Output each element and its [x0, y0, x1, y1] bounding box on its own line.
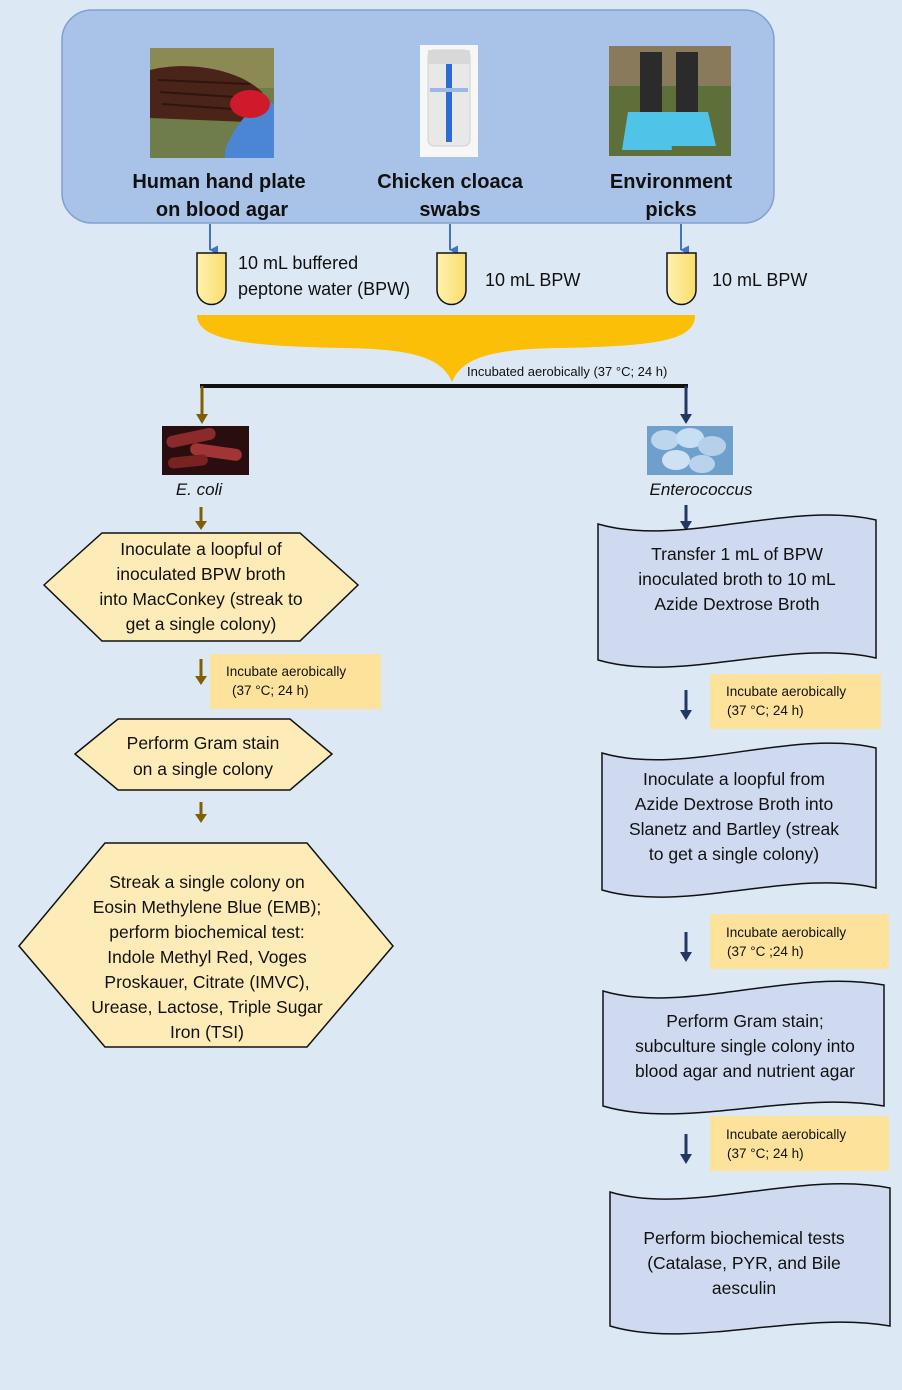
hand-tube	[196, 252, 227, 306]
ecoli-step2-line1: Perform Gram stain	[127, 733, 280, 753]
entero-incubate1-line2: (37 °C; 24 h)	[727, 703, 804, 718]
entero-branch-arrow	[680, 386, 692, 424]
ecoli-step1-line1: Inoculate a loopful of	[120, 539, 282, 559]
enterococcus-micrograph	[647, 426, 733, 475]
entero-step2-box	[601, 742, 877, 898]
entero-incubate3-line1: Incubate aerobically	[726, 1127, 846, 1142]
ecoli-step2-box	[73, 718, 334, 791]
ecoli-incubate-box	[210, 654, 381, 709]
entero-step3-box	[602, 980, 885, 1115]
cloaca-tube-label: 10 mL BPW	[485, 270, 580, 290]
ecoli-step1-box	[42, 532, 360, 642]
cloaca-tube	[436, 252, 467, 306]
entero-arrow-1	[680, 505, 692, 531]
ecoli-incubate-line2: (37 °C; 24 h)	[232, 683, 309, 698]
entero-step2-line4: to get a single colony)	[649, 844, 819, 864]
entero-incubate1-box	[710, 674, 881, 729]
entero-step3-line1: Perform Gram stain;	[666, 1011, 824, 1031]
hand-tube-label-line1: 10 mL buffered	[238, 253, 358, 273]
entero-incubate2-line2: (37 °C ;24 h)	[727, 944, 804, 959]
entero-step1-line1: Transfer 1 mL of BPW	[651, 544, 823, 564]
entero-arrow-3	[680, 932, 692, 962]
entero-step4-box	[609, 1182, 891, 1335]
ecoli-step1-line2: inoculated BPW broth	[116, 564, 285, 584]
entero-step2-line1: Inoculate a loopful from	[643, 769, 825, 789]
entero-step1-line3: Azide Dextrose Broth	[654, 594, 819, 614]
ecoli-branch-arrow	[196, 386, 208, 424]
entero-step2-line3: Slanetz and Bartley (streak	[629, 819, 839, 839]
entero-step4-line3: aesculin	[712, 1278, 776, 1298]
entero-step1-line2: inoculated broth to 10 mL	[638, 569, 836, 589]
ecoli-step3-line7: Iron (TSI)	[170, 1022, 244, 1042]
ecoli-label: E. coli	[176, 480, 224, 499]
ecoli-step3-line2: Eosin Methylene Blue (EMB);	[93, 897, 322, 917]
ecoli-arrow-2	[195, 659, 207, 685]
boots-photo	[609, 46, 731, 156]
entero-incubate1-line1: Incubate aerobically	[726, 684, 846, 699]
enterococcus-label: Enterococcus	[650, 480, 753, 499]
ecoli-step1-line4: get a single colony)	[126, 614, 277, 634]
pooling-brace	[197, 315, 695, 382]
ecoli-step3-line1: Streak a single colony on	[109, 872, 305, 892]
entero-step4-line2: (Catalase, PYR, and Bile	[647, 1253, 841, 1273]
environment-tube	[666, 252, 697, 306]
entero-step3-line3: blood agar and nutrient agar	[635, 1061, 855, 1081]
entero-incubate2-box	[710, 914, 889, 969]
entero-arrow-2	[680, 690, 692, 720]
ecoli-step3-line6: Urease, Lactose, Triple Sugar	[91, 997, 323, 1017]
entero-step1-box	[597, 514, 877, 668]
ecoli-arrow-3	[195, 802, 207, 823]
cloaca-label-line2: swabs	[419, 199, 480, 221]
ecoli-step3-box	[18, 842, 394, 1048]
entero-incubate3-line2: (37 °C; 24 h)	[727, 1146, 804, 1161]
hand-tube-label-line2: peptone water (BPW)	[238, 279, 410, 299]
hand-label-line2: on blood agar	[156, 199, 288, 221]
main-incubation-label: Incubated aerobically (37 °C; 24 h)	[467, 364, 667, 379]
entero-step4-line1: Perform biochemical tests	[643, 1228, 845, 1248]
ecoli-step1-line3: into MacConkey (streak to	[99, 589, 302, 609]
ecoli-step2-line2: on a single colony	[133, 759, 273, 779]
entero-step3-line2: subculture single colony into	[635, 1036, 855, 1056]
cloaca-label-line1: Chicken cloaca	[377, 171, 524, 193]
ecoli-step3-line5: Proskauer, Citrate (IMVC),	[104, 972, 309, 992]
ecoli-step3-line4: Indole Methyl Red, Voges	[107, 947, 307, 967]
entero-step2-line2: Azide Dextrose Broth into	[635, 794, 833, 814]
hand-photo	[150, 48, 274, 158]
entero-arrow-4	[680, 1134, 692, 1164]
swab-tube-photo	[420, 45, 478, 157]
ecoli-incubate-line1: Incubate aerobically	[226, 664, 346, 679]
hand-label-line1: Human hand plate	[132, 171, 305, 193]
environment-tube-label: 10 mL BPW	[712, 270, 807, 290]
entero-incubate3-box	[710, 1116, 889, 1171]
ecoli-step3-line3: perform biochemical test:	[109, 922, 305, 942]
ecoli-micrograph	[162, 426, 249, 475]
entero-incubate2-line1: Incubate aerobically	[726, 925, 846, 940]
environment-label-line2: picks	[645, 199, 696, 221]
environment-label-line1: Environment	[610, 171, 733, 193]
ecoli-arrow-1	[195, 507, 207, 530]
